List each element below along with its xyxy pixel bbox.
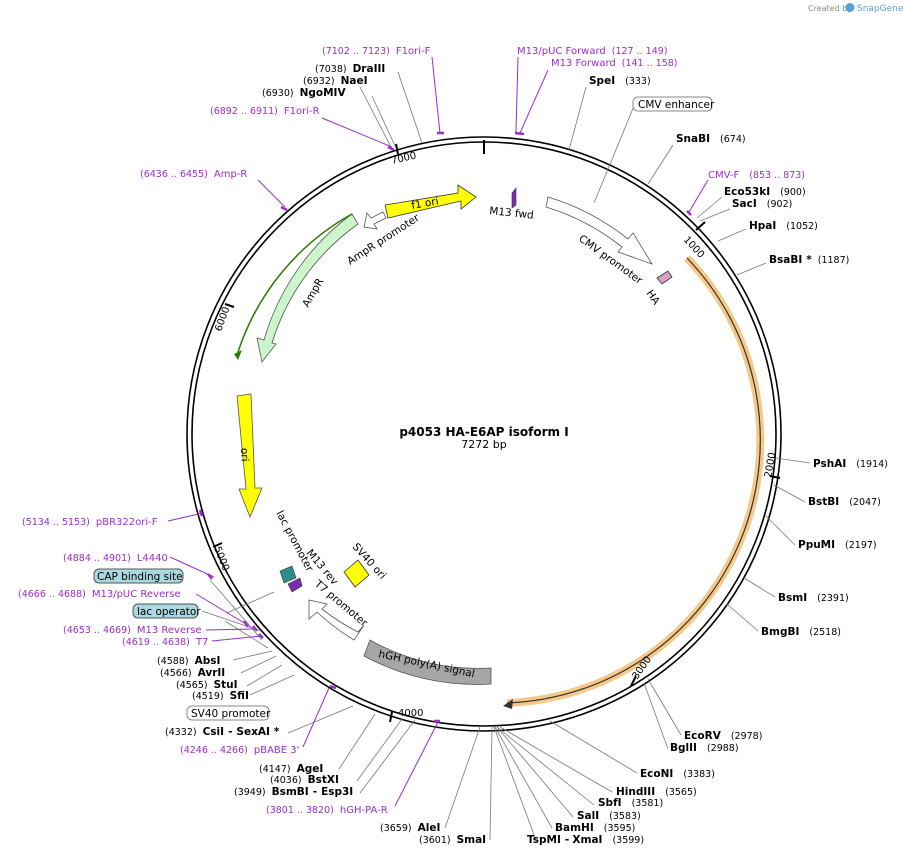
enzyme-bsmi: BsmI(2391): [778, 592, 849, 604]
tick-4000: 4000: [398, 708, 423, 719]
primer-f1ori-r: (6892 .. 6911)F1ori-R: [210, 106, 320, 117]
enzyme-avrii: (4566)AvrII: [160, 667, 225, 679]
enzyme-smai: (3601)SmaI: [419, 834, 486, 846]
insert-arc: [506, 257, 761, 704]
enzyme-bamhi: BamHI(3595): [555, 822, 635, 834]
feature-ha-label: HA: [644, 288, 663, 308]
enzyme-bsabi: BsaBI*(1187): [769, 254, 849, 266]
primer-hgh-pa-r: (3801 .. 3820)hGH-PA-R: [266, 805, 388, 816]
primer-pbr322ori-f: (5134 .. 5153)pBR322ori-F: [22, 517, 158, 528]
feature-f1-ori-label: f1 ori: [410, 195, 439, 212]
feature-m13-fwd-label: M13 fwd: [489, 205, 535, 222]
enzyme-agei: (4147)AgeI: [259, 763, 323, 775]
feature-ha: [656, 270, 673, 285]
feature-ori: [236, 393, 263, 519]
enzyme-ecorv: EcoRV(2978): [684, 730, 762, 742]
tick-mark-7000: [395, 143, 399, 155]
enzyme-bsmbi-esp3i: (3949)BsmBI-Esp3I: [234, 786, 353, 798]
enzyme-sali: SalI(3583): [577, 810, 641, 822]
insert-arrowhead: [503, 699, 513, 709]
primer-f1ori-f: (7102 .. 7123)F1ori-F: [322, 46, 431, 57]
sv40-promoter-box: [186, 705, 270, 721]
enzyme-bstxi: (4036)BstXI: [270, 774, 339, 786]
feature-ampr-strand-arrowhead: [234, 350, 242, 360]
feature-m13-rev: [287, 577, 303, 593]
primer-cmv-f: CMV-F(853 .. 873): [708, 170, 805, 181]
cap-binding-site-label: CAP binding site: [97, 571, 183, 583]
plasmid-name: p4053 HA-E6AP isoform I: [399, 425, 568, 439]
feature-ori-label: ori: [238, 448, 250, 462]
cap-binding-site-box: [93, 568, 184, 584]
tick-2000: 2000: [763, 452, 778, 479]
enzyme-ppumi: PpuMI(2197): [798, 539, 877, 551]
feature-m13-fwd: [511, 187, 517, 209]
insert-highlight: [506, 255, 765, 707]
feature-ampr-label: AmpR: [300, 276, 326, 309]
enzyme-absi: (4588)AbsI: [157, 655, 220, 667]
enzyme-naei: (6932)NaeI: [303, 75, 368, 87]
tick-mark-5000: [212, 542, 223, 548]
sv40-promoter-label: SV40 promoter: [191, 708, 271, 720]
enzyme-bstbi: BstBI(2047): [808, 496, 881, 508]
tick-mark-3000: [630, 675, 637, 687]
tick-mark-1000: [695, 221, 706, 231]
backbone-outer: [186, 136, 782, 732]
feature-ampr-strand: [237, 213, 353, 353]
enzyme-eco53ki: Eco53kI(900): [724, 186, 806, 198]
primer-m13-forward: M13 Forward(141 .. 158): [551, 58, 678, 69]
tick-mark-6000: [224, 303, 235, 308]
enzyme-sfii: (4519)SfiI: [192, 690, 249, 702]
enzyme-spei: SpeI(333): [589, 75, 651, 87]
tick-6000: 6000: [213, 305, 232, 333]
lac-operator-box: [132, 603, 199, 619]
snapgene-logo-icon: [845, 3, 855, 12]
feature-f1-ori: [384, 184, 477, 219]
feature-lac-promoter-label: lac promoter: [273, 509, 315, 575]
enzyme-snabi: SnaBI(674): [676, 133, 746, 145]
feature-hgh-polya: [363, 639, 492, 685]
primer-lines: [167, 56, 709, 807]
feature-ampr-promoter: [363, 211, 387, 230]
feature-ampr-promoter-label: AmpR promoter: [345, 212, 422, 268]
cmv-enhancer-label: CMV enhancer: [638, 99, 715, 111]
enzyme-csii-sexai: (4332)CsiI-SexAI*: [165, 726, 280, 738]
tick-1000: 1000: [681, 235, 706, 261]
primer-m13-puc-forward: M13/pUC Forward(127 .. 149): [517, 46, 668, 57]
credit-brand: SnapGene: [857, 4, 904, 14]
enzyme-stui: (4565)StuI: [176, 679, 238, 691]
enzyme-tspmi-xmai: TspMI-XmaI(3599): [527, 834, 644, 846]
enzyme-saci: SacI(902): [732, 198, 792, 210]
credit-prefix: Created by: [808, 4, 852, 13]
plasmid-size: 7272 bp: [461, 438, 506, 451]
primer-pbabe-3: (4246 .. 4266)pBABE 3': [180, 745, 299, 756]
enzyme-econi: EcoNI(3383): [640, 768, 715, 780]
feature-cmv-promoter: [545, 196, 653, 265]
feature-ampr: [256, 213, 359, 363]
enzyme-ngomiv: (6930)NgoMIV: [262, 87, 346, 99]
enzyme-pshai: PshAI(1914): [813, 458, 888, 470]
feature-t7-promoter: [308, 599, 365, 641]
primer-amp-r: (6436 .. 6455)Amp-R: [140, 169, 247, 180]
primer-m13-puc-reverse: (4666 .. 4688)M13/pUC Reverse: [18, 589, 181, 600]
cmv-enhancer-box: [632, 96, 713, 112]
enzyme-bglii: BglII(2988): [670, 742, 739, 754]
feature-sv40-ori: [343, 559, 370, 588]
primer-l4440: (4884 .. 4901)L4440: [63, 553, 168, 564]
enzyme-draiii: (7038)DraIII: [315, 63, 385, 75]
tick-mark-4000: [389, 711, 393, 723]
enzyme-hindiii: HindIII(3565): [616, 786, 697, 798]
tick-mark-2000: [769, 475, 781, 479]
enzyme-sbfi: SbfI(3581): [598, 797, 663, 809]
connector-lines: [201, 71, 811, 841]
tick-7000: 7000: [390, 150, 417, 166]
enzyme-alei: (3659)AleI: [380, 822, 440, 834]
primer-marks: [198, 131, 692, 723]
primer-t7: (4619 .. 4638)T7: [122, 637, 208, 648]
feature-lac-promoter: [279, 565, 297, 584]
lac-operator-label: lac operator: [137, 606, 201, 618]
enzyme-hpai: HpaI(1052): [749, 220, 818, 232]
primer-m13-reverse: (4653 .. 4669)M13 Reverse: [63, 625, 202, 636]
enzyme-bmgbi: BmgBI(2518): [761, 626, 841, 638]
